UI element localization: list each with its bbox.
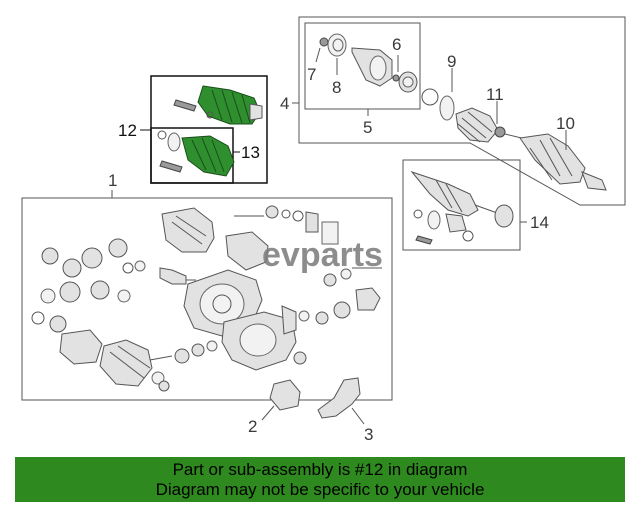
callout-3: 3 bbox=[364, 425, 373, 444]
info-banner: Part or sub-assembly is #12 in diagram D… bbox=[15, 457, 625, 502]
callout-8: 8 bbox=[332, 78, 341, 97]
differential-panel bbox=[21, 190, 393, 401]
banner-line-2: Diagram may not be specific to your vehi… bbox=[155, 480, 485, 499]
mount-brackets bbox=[261, 377, 365, 425]
banner-line-1: Part or sub-assembly is #12 in diagram bbox=[172, 460, 468, 479]
callout-labels: 1 2 3 4 5 6 7 8 9 10 11 12 13 14 bbox=[108, 35, 575, 444]
outer-axle-parts bbox=[421, 68, 607, 191]
upper-boot bbox=[173, 85, 263, 125]
callout-10: 10 bbox=[556, 114, 575, 133]
callout-5: 5 bbox=[363, 118, 372, 137]
callout-12: 12 bbox=[118, 121, 137, 140]
inner-joint-parts bbox=[315, 33, 418, 93]
lower-boot bbox=[157, 130, 235, 177]
callout-6: 6 bbox=[392, 35, 401, 54]
callout-9: 9 bbox=[447, 52, 456, 71]
callout-2: 2 bbox=[248, 417, 257, 436]
callout-7: 7 bbox=[307, 65, 316, 84]
callout-11: 11 bbox=[486, 85, 504, 104]
callout-4: 4 bbox=[280, 94, 289, 113]
callout-1: 1 bbox=[108, 171, 117, 190]
callout-13: 13 bbox=[241, 143, 260, 162]
watermark-logo: evparts bbox=[262, 236, 383, 274]
callout-14: 14 bbox=[530, 213, 549, 232]
shaft-panel bbox=[402, 159, 527, 251]
axle-assembly-panel bbox=[292, 16, 626, 206]
